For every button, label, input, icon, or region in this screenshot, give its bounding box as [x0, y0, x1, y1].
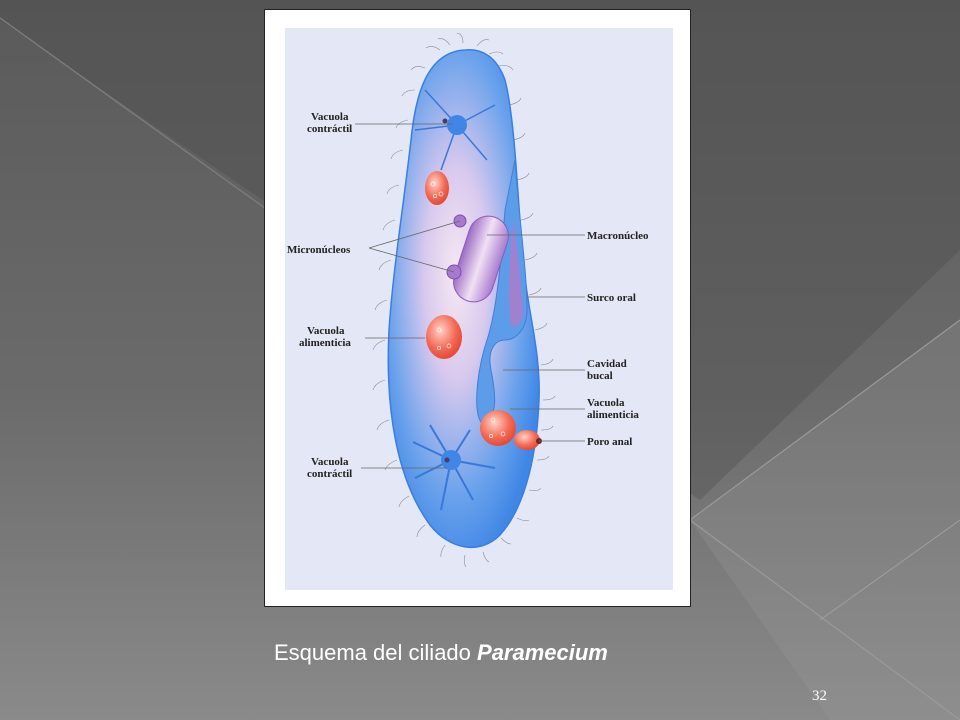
label-vacuola-alimenticia-left-2: alimenticia [299, 337, 351, 349]
label-vacuola-contractil-bottom-2: contráctil [307, 468, 352, 480]
caption-text: Esquema del ciliado [274, 640, 478, 665]
label-micronucleos: Micronúcleos [287, 244, 351, 256]
food-vacuole-4 [514, 430, 540, 450]
label-vacuola-alimenticia-right-2: alimenticia [587, 409, 639, 421]
label-vacuola-contractil-bottom-1: Vacuola [311, 456, 349, 468]
figure-caption: Esquema del ciliado Paramecium [274, 640, 608, 666]
label-poro-anal: Poro anal [587, 436, 632, 448]
paramecium-diagram: Vacuola contráctil Micronúcleos Vacuola … [287, 32, 649, 568]
label-vacuola-alimenticia-left-1: Vacuola [307, 325, 345, 337]
label-macronucleo: Macronúcleo [587, 230, 649, 242]
label-vacuola-alimenticia-right-1: Vacuola [587, 397, 625, 409]
diagram-frame: Vacuola contráctil Micronúcleos Vacuola … [264, 9, 691, 607]
label-cavidad-bucal-1: Cavidad [587, 358, 627, 370]
label-cavidad-bucal-2: bucal [587, 370, 613, 382]
label-vacuola-contractil-top-1: Vacuola [311, 111, 349, 123]
food-vacuole-1 [425, 171, 449, 205]
cilia [372, 32, 556, 568]
macronucleus [453, 215, 509, 303]
label-surco-oral: Surco oral [587, 292, 636, 304]
oral-groove-inner [508, 220, 523, 327]
oral-groove [476, 159, 528, 423]
label-vacuola-contractil-top-2: contráctil [307, 123, 352, 135]
leader-lines [355, 123, 585, 469]
food-vacuole-2 [426, 315, 462, 359]
slide-number: 32 [812, 688, 827, 704]
food-vacuole-3 [480, 410, 516, 446]
caption-genus: Paramecium [477, 640, 608, 665]
